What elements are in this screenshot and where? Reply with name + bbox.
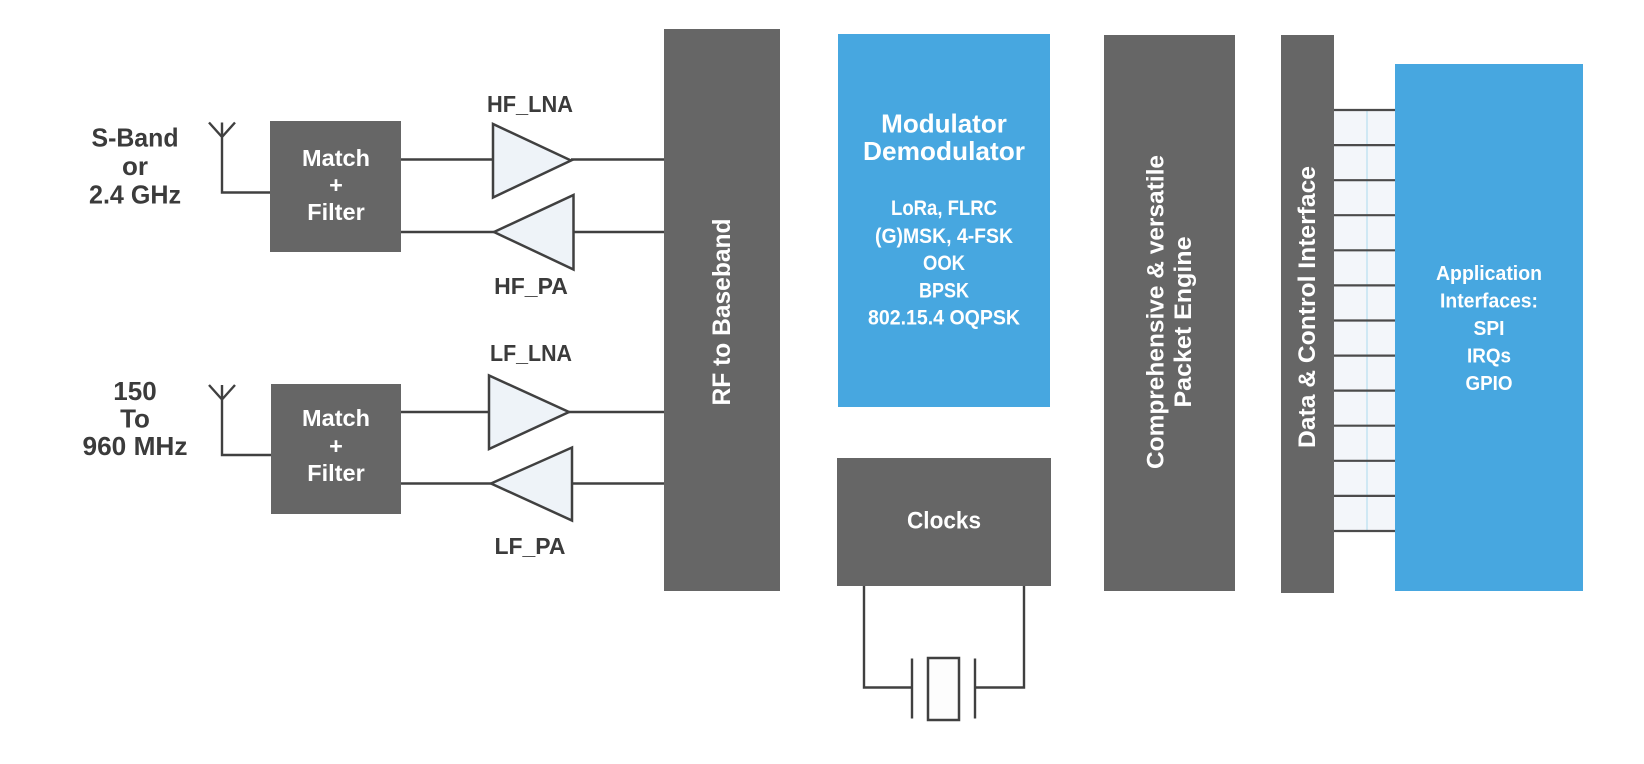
svg-text:802.15.4 OQPSK: 802.15.4 OQPSK [868, 307, 1020, 330]
svg-text:LF_PA: LF_PA [495, 533, 566, 559]
svg-text:Filter: Filter [307, 460, 364, 486]
svg-text:Interfaces:: Interfaces: [1440, 291, 1538, 313]
svg-text:150: 150 [113, 376, 156, 406]
svg-text:S-Band: S-Band [92, 123, 179, 153]
svg-text:GPIO: GPIO [1466, 373, 1513, 395]
svg-text:960 MHz: 960 MHz [83, 431, 188, 461]
svg-text:Modulator: Modulator [881, 109, 1007, 139]
svg-text:HF_LNA: HF_LNA [487, 91, 573, 117]
svg-text:Clocks: Clocks [907, 508, 981, 535]
svg-text:(G)MSK, 4-FSK: (G)MSK, 4-FSK [875, 225, 1013, 248]
svg-text:2.4 GHz: 2.4 GHz [89, 180, 181, 210]
svg-text:Match: Match [302, 145, 370, 171]
svg-text:Application: Application [1436, 263, 1542, 285]
svg-text:BPSK: BPSK [919, 280, 969, 303]
svg-text:or: or [122, 151, 148, 181]
svg-text:IRQs: IRQs [1467, 346, 1511, 368]
svg-text:HF_PA: HF_PA [494, 273, 568, 299]
svg-text:+: + [329, 433, 343, 459]
svg-text:LoRa, FLRC: LoRa, FLRC [891, 197, 997, 220]
svg-text:Comprehensive & versatile: Comprehensive & versatile [1143, 155, 1170, 469]
svg-text:Demodulator: Demodulator [863, 136, 1025, 166]
svg-text:SPI: SPI [1474, 318, 1505, 340]
svg-text:Match: Match [302, 405, 370, 431]
svg-text:OOK: OOK [923, 252, 965, 275]
svg-text:Data & Control Interface: Data & Control Interface [1294, 166, 1321, 448]
svg-text:Packet Engine: Packet Engine [1170, 237, 1197, 408]
svg-text:LF_LNA: LF_LNA [490, 340, 572, 366]
svg-text:Filter: Filter [307, 199, 364, 225]
svg-text:RF to Baseband: RF to Baseband [708, 219, 736, 406]
svg-text:To: To [120, 404, 150, 434]
svg-text:+: + [329, 172, 343, 198]
